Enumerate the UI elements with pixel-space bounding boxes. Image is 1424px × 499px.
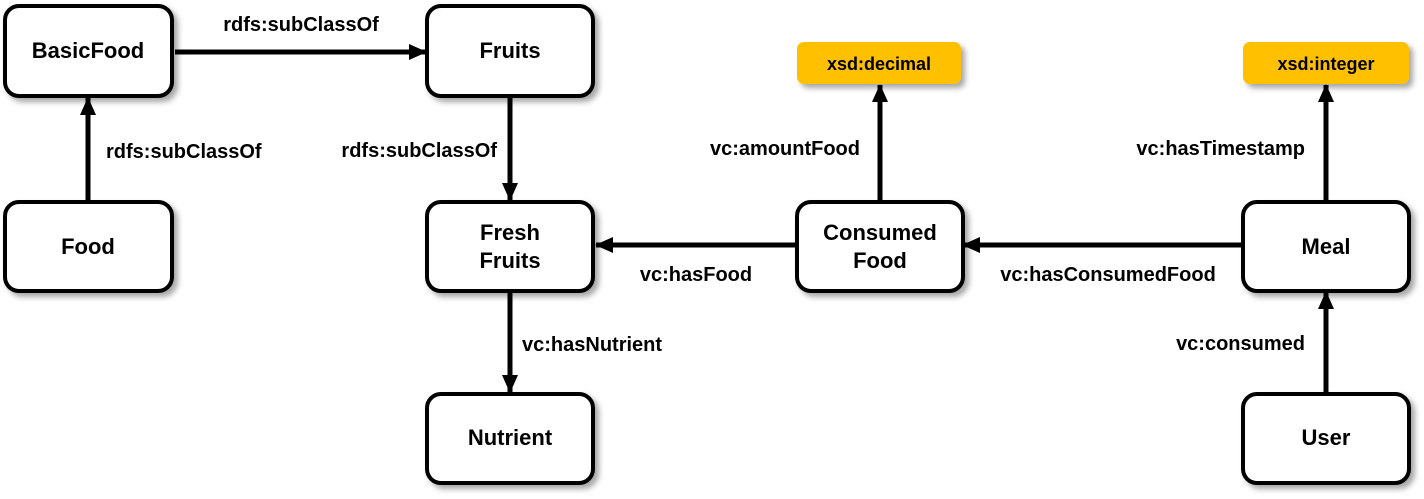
edge-consumedfood-to-freshfruits: vc:hasFood [595,237,796,286]
node-food: Food [3,200,174,293]
literal-xsd-decimal: xsd:decimal [797,42,961,84]
edge-label-consumedfood-decimal: vc:amountFood [710,138,860,160]
node-label-consumedfood-line2: Food [853,248,907,273]
edge-freshfruits-to-nutrient: vc:hasNutrient [502,291,662,393]
node-fruits: Fruits [425,4,595,98]
edge-label-consumedfood-freshfruits: vc:hasFood [640,264,752,286]
edge-label-basicfood-fruits: rdfs:subClassOf [223,14,379,36]
node-label-user: User [1302,425,1351,450]
node-meal: Meal [1241,200,1411,293]
node-freshfruits: Fresh Fruits [425,200,595,293]
edge-user-to-meal: vc:consumed [1176,291,1334,393]
node-consumedfood: Consumed Food [795,200,965,293]
literal-label-decimal: xsd:decimal [827,54,931,74]
edge-meal-to-consumedfood: vc:hasConsumedFood [962,237,1242,286]
nodes: BasicFood Fruits Food Fresh Fruits Nutri… [3,4,1411,485]
edge-label-user-meal: vc:consumed [1176,333,1305,355]
edge-label-freshfruits-nutrient: vc:hasNutrient [522,334,662,356]
edge-label-food-basicfood: rdfs:subClassOf [106,141,262,163]
literals: xsd:decimal xsd:integer [797,42,1409,84]
edge-food-to-basicfood: rdfs:subClassOf [80,97,262,202]
edge-basicfood-to-fruits: rdfs:subClassOf [175,14,427,60]
edge-label-meal-integer: vc:hasTimestamp [1136,138,1305,160]
literal-xsd-integer: xsd:integer [1243,42,1409,84]
node-label-meal: Meal [1302,234,1351,259]
edge-label-fruits-freshfruits: rdfs:subClassOf [341,140,497,162]
node-label-consumedfood-line1: Consumed [823,220,937,245]
node-label-fruits: Fruits [479,38,540,63]
node-label-freshfruits-line1: Fresh [480,220,540,245]
edges: rdfs:subClassOf rdfs:subClassOf rdfs:sub… [80,14,1334,393]
literal-label-integer: xsd:integer [1277,54,1374,74]
node-label-basicfood: BasicFood [32,38,144,63]
edge-consumedfood-to-decimal: vc:amountFood [710,84,888,202]
edge-label-meal-consumedfood: vc:hasConsumedFood [1000,264,1216,286]
edge-meal-to-integer: vc:hasTimestamp [1136,84,1334,202]
node-basicfood: BasicFood [3,4,174,98]
node-nutrient: Nutrient [425,392,595,485]
edge-fruits-to-freshfruits: rdfs:subClassOf [341,96,518,201]
node-label-freshfruits-line2: Fruits [479,248,540,273]
node-label-nutrient: Nutrient [468,425,553,450]
node-label-food: Food [61,234,115,259]
node-user: User [1241,392,1411,485]
